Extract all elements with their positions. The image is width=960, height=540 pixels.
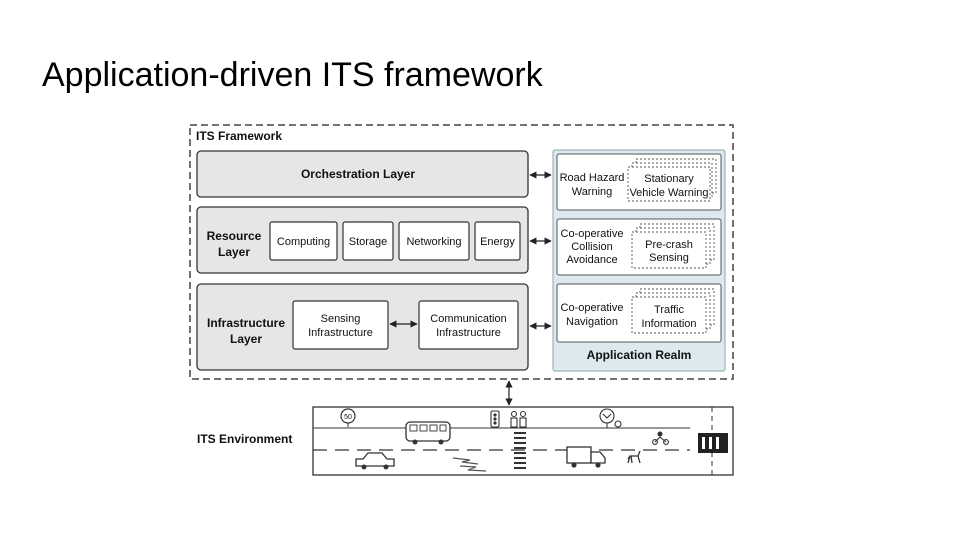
truck-icon (566, 446, 606, 468)
resource-layer-label-line2: Layer (218, 245, 250, 259)
app-1-sub-line2: Vehicle Warning (629, 187, 708, 199)
motorcycle-icon (652, 431, 669, 445)
app-1-sub-line1: Stationary (644, 173, 694, 185)
networking-box (398, 221, 470, 261)
energy-label: Energy (480, 236, 515, 248)
tree-icon (599, 408, 622, 428)
framework-border (189, 124, 734, 380)
app-2-sub-line2: Sensing (649, 252, 689, 264)
application-realm-label: Application Realm (587, 348, 692, 362)
app-2-name-line1: Co-operative (561, 228, 624, 240)
infrastructure-layer-label-line1: Infrastructure (207, 316, 285, 330)
dog-icon (627, 450, 641, 464)
speed-sign-icon: 50 (340, 408, 356, 427)
traffic-light-icon (490, 410, 500, 428)
orchestration-layer (196, 150, 529, 198)
pedestrians-icon (510, 410, 527, 428)
sensing-infrastructure-box (292, 300, 389, 350)
skid-marks-icon (452, 457, 487, 472)
app-2-stack-front (631, 231, 707, 269)
app-3-name-line1: Co-operative (561, 302, 624, 314)
communication-infrastructure-line2: Infrastructure (436, 327, 501, 339)
road-scene: 50 (312, 406, 734, 476)
app-3-stack-front (631, 296, 707, 334)
crosswalk-icon (514, 432, 526, 469)
app-3-name-line2: Navigation (566, 316, 618, 328)
app-1-stack-front (627, 166, 711, 202)
app-2-name-line3: Avoidance (566, 254, 617, 266)
app-2-sub-line1: Pre-crash (645, 239, 693, 251)
orchestration-layer-label: Orchestration Layer (301, 167, 415, 181)
computing-label: Computing (277, 236, 330, 248)
sensing-infrastructure-line1: Sensing (321, 313, 361, 325)
networking-label: Networking (406, 236, 461, 248)
environment-label: ITS Environment (197, 432, 292, 446)
storage-box (342, 221, 394, 261)
app-1-name-line1: Road Hazard (560, 172, 625, 184)
app-3-sub-line2: Information (641, 318, 696, 330)
communication-infrastructure-box (418, 300, 519, 350)
infrastructure-layer-label-line2: Layer (230, 332, 262, 346)
app-3-sub-line1: Traffic (654, 304, 684, 316)
sensing-infrastructure-line2: Infrastructure (308, 327, 373, 339)
app-2-name-line2: Collision (571, 241, 613, 253)
app-1-name-line2: Warning (572, 186, 613, 198)
speed-sign-text: 50 (344, 414, 352, 421)
slide-title: Application-driven ITS framework (42, 56, 543, 94)
energy-box (474, 221, 521, 261)
storage-label: Storage (349, 236, 388, 248)
barrier-icon (698, 433, 728, 453)
bus-icon (405, 421, 451, 445)
framework-label: ITS Framework (196, 129, 282, 143)
communication-infrastructure-line1: Communication (430, 313, 506, 325)
computing-box (269, 221, 338, 261)
car-icon (355, 452, 395, 470)
resource-layer-label-line1: Resource (207, 229, 262, 243)
